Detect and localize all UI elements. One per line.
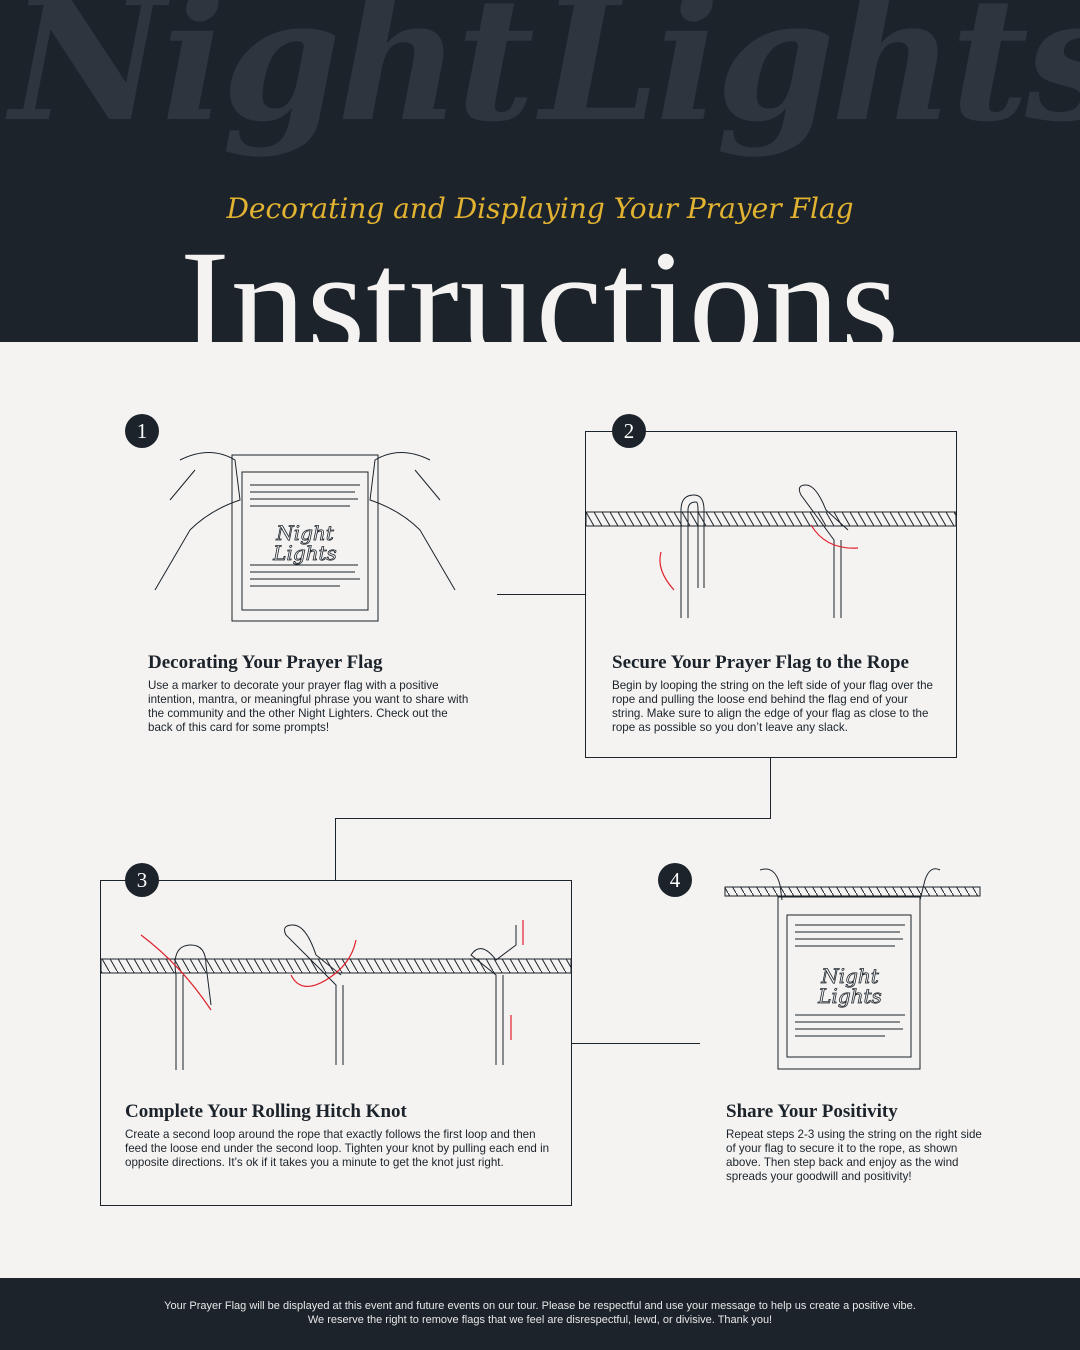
arrow-icon: [140, 920, 524, 1040]
page-title: Instructions: [179, 220, 901, 342]
step-3-body: Create a second loop around the rope tha…: [125, 1128, 550, 1169]
connector-1-2: [497, 594, 585, 595]
flag-logo: Night: [820, 964, 880, 988]
step-number-2: 2: [612, 414, 646, 448]
footer-line-1: Your Prayer Flag will be displayed at th…: [164, 1300, 916, 1312]
flag-logo-2: Lights: [272, 541, 337, 565]
connector-2-3b: [335, 818, 771, 819]
flag-logo-2: Lights: [817, 984, 882, 1008]
arrow-icon: [659, 551, 675, 591]
step-3-box: [100, 880, 572, 1206]
night-lights-watermark: Night: [10, 0, 535, 160]
night-lights-watermark-2: Lights: [540, 0, 1080, 160]
step-1-body: Use a marker to decorate your prayer fla…: [148, 679, 469, 734]
hands-holding-flag-illustration: Night Lights: [154, 452, 456, 622]
connector-3-4: [571, 1043, 700, 1044]
connector-2-3c: [335, 818, 336, 880]
step-number-1: 1: [125, 414, 159, 448]
subtitle: Decorating and Displaying Your Prayer Fl…: [226, 192, 854, 225]
connector-2-3a: [770, 757, 771, 818]
step-2-box: [585, 431, 957, 758]
loop-rope-illustration: [586, 484, 956, 618]
step-4-body: Repeat steps 2-3 using the string on the…: [726, 1128, 982, 1183]
step-2-title: Secure Your Prayer Flag to the Rope: [612, 652, 909, 673]
step-number-4: 4: [658, 863, 692, 897]
step-1-title: Decorating Your Prayer Flag: [148, 652, 383, 673]
arrow-icon: [810, 524, 859, 549]
header: Night Lights Decorating and Displaying Y…: [0, 0, 1080, 342]
step-3-title: Complete Your Rolling Hitch Knot: [125, 1101, 407, 1122]
rolling-hitch-illustration: [101, 920, 571, 1070]
hanging-flag-illustration: Night Lights: [724, 868, 981, 1070]
footer: Your Prayer Flag will be displayed at th…: [0, 1278, 1080, 1350]
step-2-body: Begin by looping the string on the left …: [612, 679, 933, 734]
step-4-title: Share Your Positivity: [726, 1101, 898, 1122]
footer-line-2: We reserve the right to remove flags tha…: [307, 1314, 773, 1326]
step-number-3: 3: [125, 863, 159, 897]
flag-logo: Night: [275, 521, 335, 545]
